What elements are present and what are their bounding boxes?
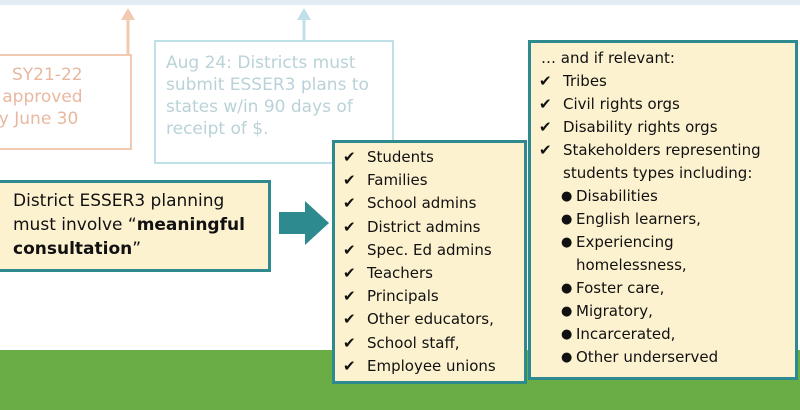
student-type-label: Other underserved bbox=[576, 348, 719, 366]
right-arrow bbox=[279, 201, 329, 245]
bullet-icon: ● bbox=[561, 189, 573, 204]
bullet-icon: ● bbox=[561, 212, 573, 227]
check-icon: ✔ bbox=[343, 171, 356, 190]
check-icon: ✔ bbox=[343, 240, 356, 259]
student-type-item: ●Other underserved bbox=[539, 346, 795, 369]
if-relevant-stakeholders-list: … and if relevant: ✔ Tribes ✔ Civil rights… bbox=[528, 40, 798, 380]
faded-deadline-text: Aug 24: Districts must submit ESSER3 pla… bbox=[166, 53, 369, 139]
list-item-label: Civil rights orgs bbox=[563, 95, 680, 113]
requirement-prefix: must involve “ bbox=[13, 215, 137, 235]
list-item-label: students types including: bbox=[563, 164, 753, 182]
check-icon: ✔ bbox=[539, 72, 552, 90]
bullet-icon: ● bbox=[561, 327, 573, 342]
check-icon: ✔ bbox=[343, 148, 356, 166]
requirement-line-3: consultation” bbox=[13, 237, 260, 261]
list-item: ✔ Employee unions bbox=[343, 355, 524, 378]
required-stakeholders-list: ✔ Students ✔ Families ✔ School admins ✔ Dist… bbox=[332, 140, 527, 384]
bullet-icon: ● bbox=[561, 235, 573, 250]
bullet-icon: ● bbox=[561, 350, 573, 365]
list-item: ✔ Civil rights orgs bbox=[539, 93, 795, 116]
list-item-label: Other educators, bbox=[367, 310, 494, 329]
list-item: ✔ Other educators, bbox=[343, 308, 524, 331]
check-icon: ✔ bbox=[343, 333, 356, 352]
check-icon: ✔ bbox=[343, 356, 356, 375]
faded-line: by June 30 bbox=[0, 109, 79, 129]
list-item-label: School staff, bbox=[367, 333, 460, 352]
requirement-line-2: must involve “meaningful bbox=[13, 213, 260, 237]
bullet-icon: ● bbox=[561, 304, 573, 319]
consultation-requirement-box: District ESSER3 planning must involve “m… bbox=[0, 180, 271, 272]
list-item: ✔ Teachers bbox=[343, 262, 524, 285]
top-border-line bbox=[0, 0, 800, 5]
list-item-continuation: students types including: bbox=[539, 162, 795, 185]
requirement-suffix: ” bbox=[132, 239, 142, 259]
check-icon: ✔ bbox=[343, 194, 356, 213]
list-item-label: Teachers bbox=[367, 264, 433, 283]
list-item: ✔ School admins bbox=[343, 192, 524, 215]
student-type-item: ●Foster care, bbox=[539, 277, 795, 300]
student-type-label: Foster care, bbox=[576, 279, 665, 297]
check-icon: ✔ bbox=[343, 264, 356, 283]
bullet-icon: ● bbox=[561, 281, 573, 296]
list-item-label: Tribes bbox=[563, 72, 607, 90]
check-icon: ✔ bbox=[539, 141, 552, 159]
list-item-label: District admins bbox=[367, 217, 481, 236]
requirement-bold-2: consultation bbox=[13, 239, 133, 259]
list-item: ✔ Disability rights orgs bbox=[539, 116, 795, 139]
list-item-label: Principals bbox=[367, 287, 439, 306]
check-icon: ✔ bbox=[343, 287, 356, 306]
list-item: ✔ School staff, bbox=[343, 332, 524, 355]
list-item-label: Spec. Ed admins bbox=[367, 240, 492, 259]
faded-up-arrow-right bbox=[296, 8, 312, 42]
if-relevant-header: … and if relevant: bbox=[541, 49, 675, 67]
student-type-label: Experiencing bbox=[576, 233, 674, 251]
student-type-label: English learners, bbox=[576, 210, 701, 228]
faded-line: s approved bbox=[0, 87, 83, 107]
faded-up-arrow-left bbox=[120, 8, 136, 56]
student-type-label: Disabilities bbox=[576, 187, 658, 205]
student-type-label: homelessness, bbox=[576, 256, 687, 274]
list-item-label: School admins bbox=[367, 194, 477, 213]
list-item: ✔ Students bbox=[343, 146, 524, 169]
check-icon: ✔ bbox=[539, 118, 552, 136]
list-item: ✔ Spec. Ed admins bbox=[343, 239, 524, 262]
student-type-item: ●Migratory, bbox=[539, 300, 795, 323]
student-type-item: ●English learners, bbox=[539, 208, 795, 231]
list-item-label: Students bbox=[367, 148, 434, 166]
student-type-item: ●Experiencing bbox=[539, 231, 795, 254]
list-item-label: Stakeholders representing bbox=[563, 141, 761, 159]
list-item: ✔ District admins bbox=[343, 216, 524, 239]
faded-deadline-box-aug24: Aug 24: Districts must submit ESSER3 pla… bbox=[154, 40, 394, 164]
student-type-item: ●Disabilities bbox=[539, 185, 795, 208]
student-type-label: Incarcerated, bbox=[576, 325, 676, 343]
list-item-label: Employee unions bbox=[367, 356, 496, 375]
student-type-item: ●Incarcerated, bbox=[539, 323, 795, 346]
check-icon: ✔ bbox=[343, 217, 356, 236]
requirement-bold-1: meaningful bbox=[136, 215, 245, 235]
list-item: ✔ Principals bbox=[343, 285, 524, 308]
faded-line: SY21-22 bbox=[12, 65, 83, 85]
list-item: ✔ Families bbox=[343, 169, 524, 192]
list-item-label: Disability rights orgs bbox=[563, 118, 718, 136]
requirement-line-1: District ESSER3 planning bbox=[13, 191, 225, 211]
check-icon: ✔ bbox=[343, 310, 356, 329]
list-item-label: Families bbox=[367, 171, 428, 190]
list-item: ✔ Tribes bbox=[539, 70, 795, 93]
faded-deadline-box-left: SY21-22 s approved by June 30 bbox=[0, 54, 132, 150]
list-item: ✔ Stakeholders representing bbox=[539, 139, 795, 162]
student-type-item-continuation: homelessness, bbox=[539, 254, 795, 277]
check-icon: ✔ bbox=[539, 95, 552, 113]
student-type-label: Migratory, bbox=[576, 302, 653, 320]
